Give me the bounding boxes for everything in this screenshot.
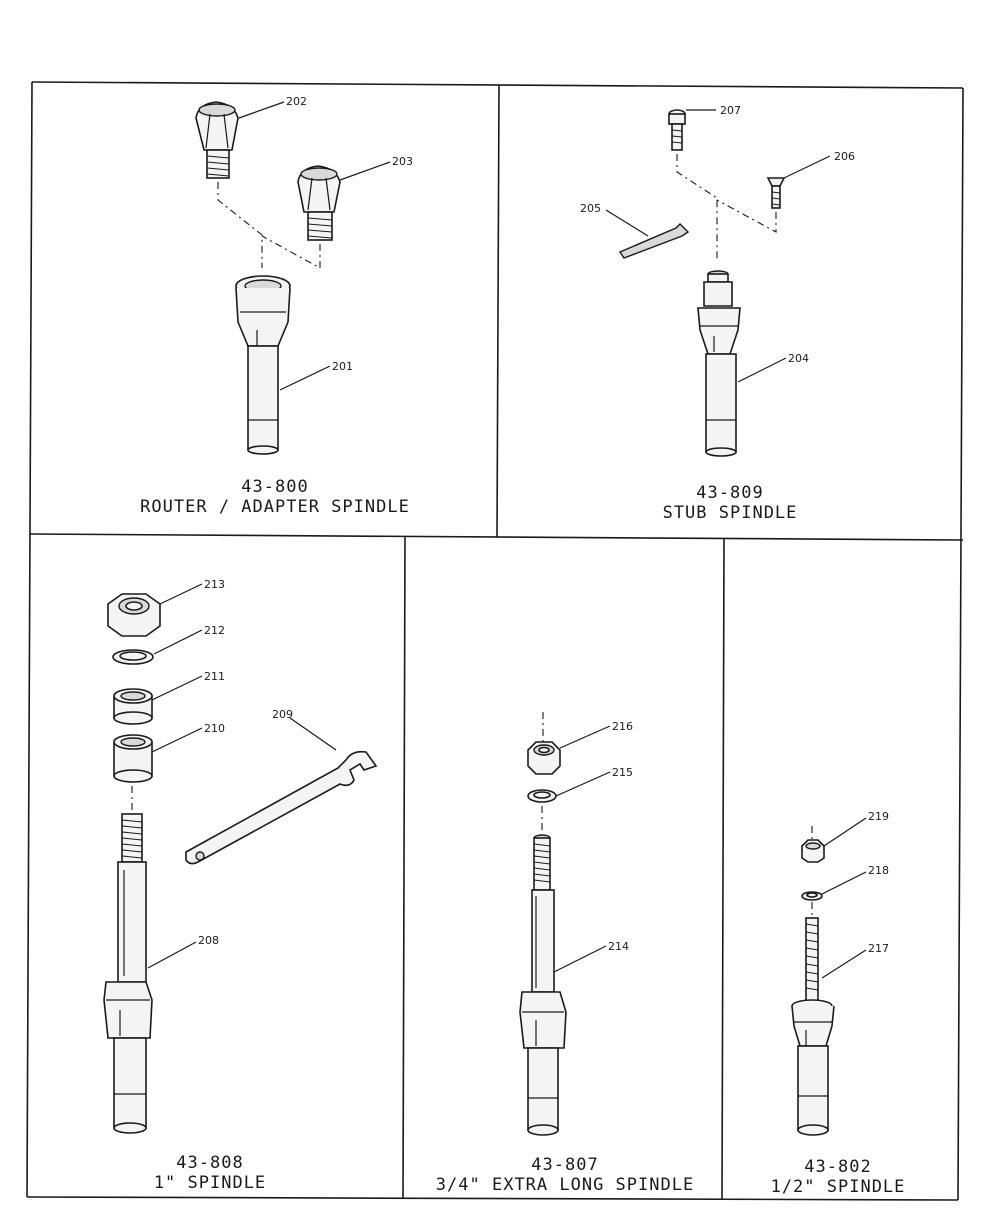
caption-name: STUB SPINDLE — [662, 503, 798, 523]
callout-213: 213 — [204, 578, 225, 591]
assembly-43-800: 202 203 201 — [195, 95, 413, 455]
spindle-204 — [697, 270, 741, 457]
collet-203 — [297, 165, 341, 241]
callout-201: 201 — [332, 360, 353, 373]
screw-207 — [668, 109, 686, 151]
callout-218: 218 — [868, 864, 889, 877]
callout-216: 216 — [612, 720, 633, 733]
caption-43-809: 43-809 STUB SPINDLE — [620, 483, 840, 523]
callout-202: 202 — [286, 95, 307, 108]
callout-204: 204 — [788, 352, 809, 365]
spindle-217 — [791, 902, 835, 1136]
spacer-211 — [113, 688, 153, 725]
callout-219: 219 — [868, 810, 889, 823]
callout-207: 207 — [720, 104, 741, 117]
callout-212: 212 — [204, 624, 225, 637]
caption-number: 43-807 — [531, 1155, 599, 1175]
caption-number: 43-800 — [241, 477, 309, 497]
callout-206: 206 — [834, 150, 855, 163]
caption-name: ROUTER / ADAPTER SPINDLE — [140, 497, 410, 517]
caption-number: 43-802 — [804, 1157, 872, 1177]
panel-frames — [26, 81, 964, 1201]
callout-205: 205 — [580, 202, 601, 215]
nut-216 — [527, 741, 561, 775]
callout-209: 209 — [272, 708, 293, 721]
caption-43-800: 43-800 ROUTER / ADAPTER SPINDLE — [130, 477, 420, 517]
assembly-43-809: 207 206 205 204 — [580, 104, 855, 457]
caption-43-802: 43-802 1/2" SPINDLE — [758, 1157, 918, 1197]
collet-202 — [195, 101, 239, 179]
washer-218 — [801, 891, 823, 901]
callout-215: 215 — [612, 766, 633, 779]
assembly-43-807: 216 215 214 — [519, 712, 633, 1136]
caption-name: 1/2" SPINDLE — [770, 1177, 906, 1197]
caption-43-807: 43-807 3/4" EXTRA LONG SPINDLE — [420, 1155, 710, 1195]
caption-number: 43-809 — [696, 483, 764, 503]
wrench-209 — [185, 750, 378, 865]
callout-208: 208 — [198, 934, 219, 947]
hex-key-205 — [618, 223, 690, 259]
caption-name: 1" SPINDLE — [153, 1173, 267, 1193]
spacer-210 — [113, 734, 153, 783]
caption-name: 3/4" EXTRA LONG SPINDLE — [435, 1175, 695, 1195]
caption-43-808: 43-808 1" SPINDLE — [120, 1153, 300, 1193]
callout-210: 210 — [204, 722, 225, 735]
screw-206 — [766, 177, 786, 209]
callout-217: 217 — [868, 942, 889, 955]
callout-214: 214 — [608, 940, 629, 953]
callout-203: 203 — [392, 155, 413, 168]
nut-213 — [107, 593, 161, 637]
washer-215 — [527, 789, 557, 803]
spindle-214 — [519, 806, 567, 1136]
callout-211: 211 — [204, 670, 225, 683]
caption-number: 43-808 — [176, 1153, 244, 1173]
assembly-43-808: 213 212 211 210 209 208 — [103, 578, 378, 1134]
washer-212 — [112, 649, 154, 665]
spindle-208 — [103, 786, 153, 1134]
nut-219 — [801, 839, 825, 863]
assembly-43-802: 219 218 217 — [791, 810, 889, 1136]
spindle-201 — [235, 275, 291, 455]
